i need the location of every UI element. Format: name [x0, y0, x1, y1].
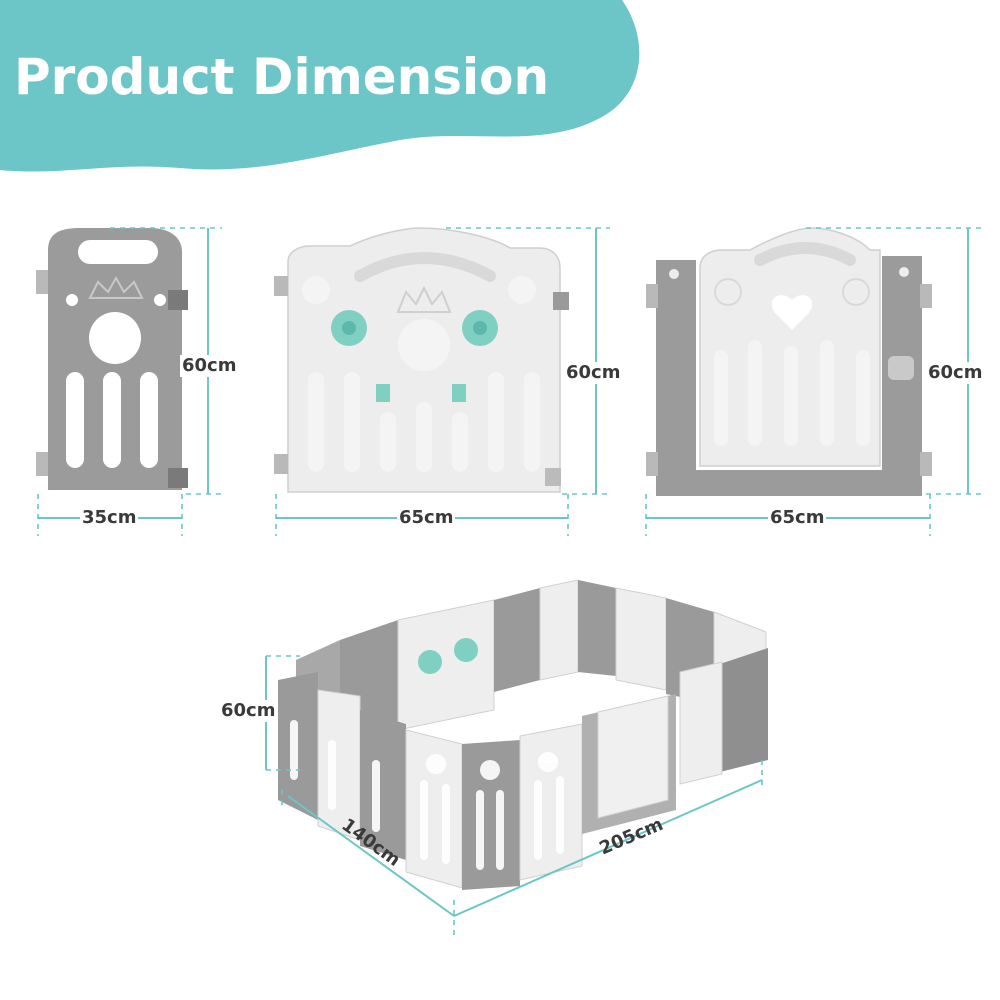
assembled-playpen-drawing [278, 579, 768, 890]
narrow-panel-height-label: 60cm [180, 355, 239, 377]
wide-panel-drawing [274, 227, 569, 493]
page-title: Product Dimension [14, 48, 550, 106]
narrow-panel-width-label: 35cm [80, 507, 139, 529]
narrow-panel-drawing [36, 228, 188, 490]
playpen-height-label: 60cm [219, 700, 278, 722]
wide-panel-width-label: 65cm [397, 507, 456, 529]
door-panel-drawing [646, 227, 932, 496]
door-panel-height-label: 60cm [926, 362, 985, 384]
wide-panel-height-label: 60cm [564, 362, 623, 384]
door-panel-width-label: 65cm [768, 507, 827, 529]
header-banner [0, 0, 640, 172]
